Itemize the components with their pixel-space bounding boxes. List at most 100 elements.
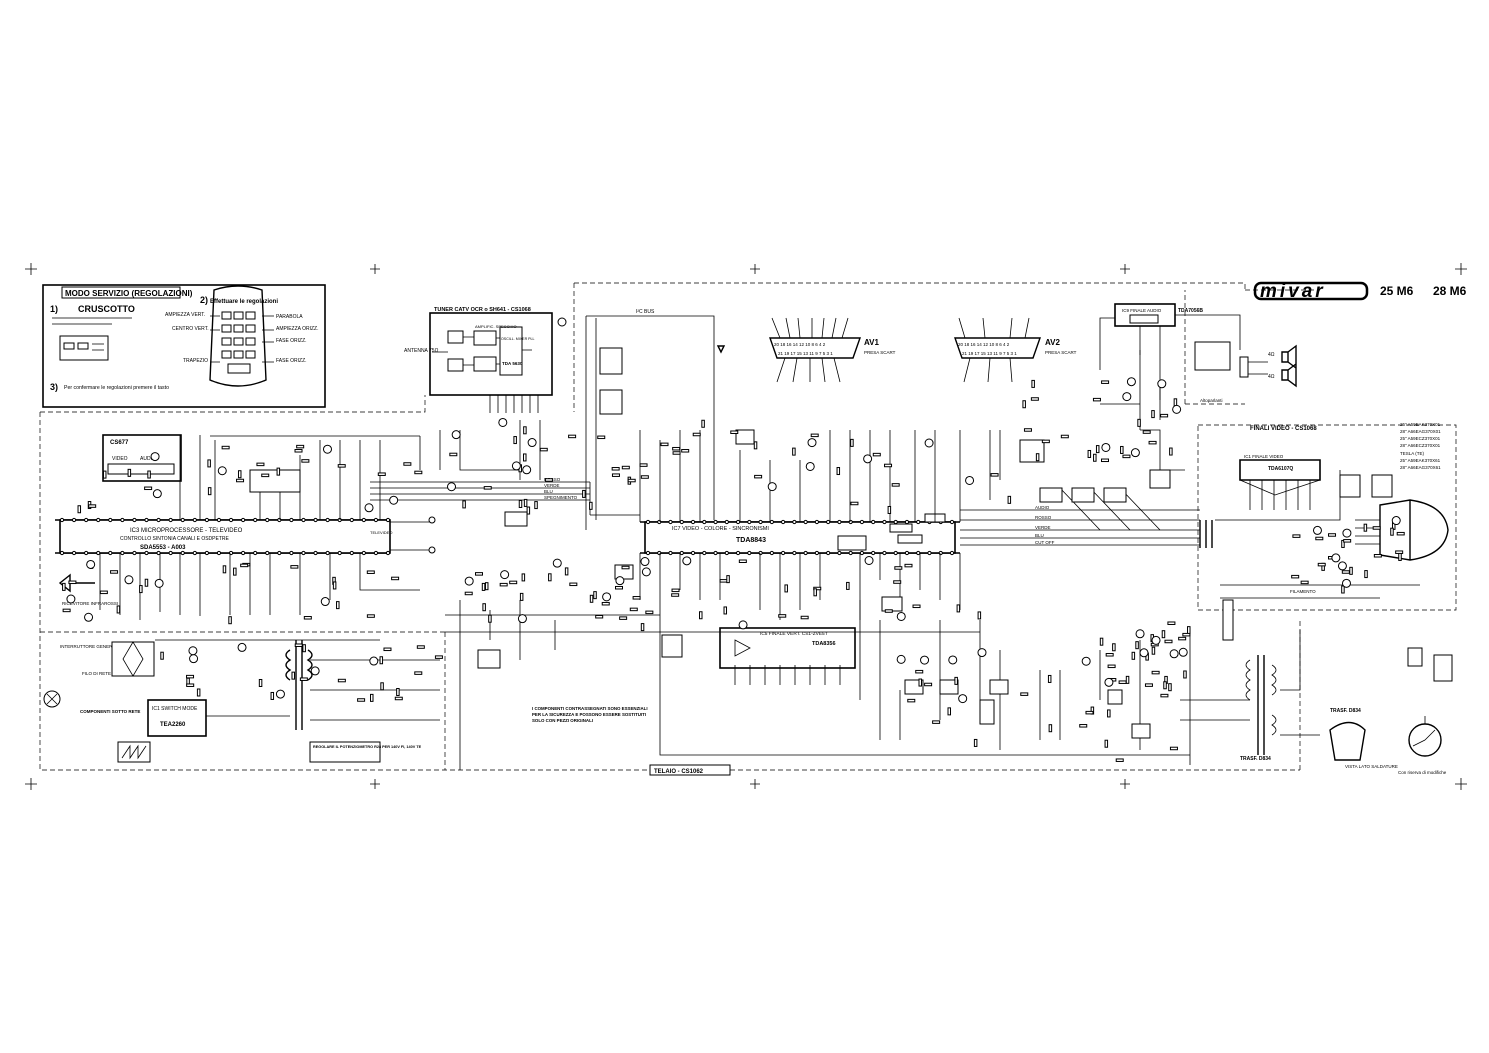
ic-pin bbox=[241, 550, 246, 556]
brand-logo: mivar bbox=[1260, 281, 1326, 302]
ic-pin bbox=[132, 550, 137, 556]
av2-pins-top: 20 18 16 14 12 10 8 6 4 2 bbox=[958, 342, 1010, 347]
ic-pin bbox=[108, 517, 113, 523]
resistor-symbol bbox=[222, 565, 227, 574]
resistor-symbol bbox=[523, 498, 528, 507]
ic-pin bbox=[859, 519, 865, 525]
resistor-symbol bbox=[1169, 746, 1178, 751]
ic-pin bbox=[385, 517, 391, 523]
resistor-symbol bbox=[186, 683, 195, 687]
resistor-symbol bbox=[640, 623, 645, 632]
resistor-symbol bbox=[302, 644, 306, 653]
resistor-symbol bbox=[564, 567, 569, 576]
transistor-symbol bbox=[920, 655, 930, 665]
ic-pin bbox=[769, 550, 774, 556]
resistor-symbol bbox=[850, 501, 859, 506]
resistor-symbol bbox=[738, 559, 747, 564]
ic-pin bbox=[216, 550, 222, 556]
speaker-ohm-1: 4Ω bbox=[1268, 352, 1275, 358]
ic-pin bbox=[949, 519, 955, 525]
rgb-spegn: SPEGNIMENTO bbox=[544, 495, 578, 500]
transistor-symbol bbox=[1342, 528, 1352, 538]
transistor-symbol bbox=[640, 557, 650, 567]
speaker-icon bbox=[1281, 344, 1297, 388]
speaker-ohm-2: 4Ω bbox=[1268, 374, 1275, 380]
resistor-symbol bbox=[127, 468, 132, 477]
crt-legend: 25" A59EAK370X01 28" A66EAG370X01 25" A5… bbox=[1400, 422, 1441, 470]
feed-blu: BLU bbox=[1035, 533, 1044, 538]
resistor-symbol bbox=[88, 504, 97, 508]
ic-pin bbox=[132, 517, 137, 523]
video-final-ic: IC1 FINALE VIDEO bbox=[1244, 454, 1284, 459]
ic-pin bbox=[871, 519, 876, 525]
resistor-symbol bbox=[144, 486, 153, 491]
resistor-symbol bbox=[548, 573, 552, 582]
resistor-symbol bbox=[1093, 453, 1097, 462]
ic-pin bbox=[758, 519, 763, 525]
ic-pin bbox=[144, 550, 149, 556]
resistor-symbol bbox=[534, 501, 538, 510]
resistor-symbol bbox=[836, 467, 841, 476]
safety-warning-text: I COMPONENTI CONTRASSEGNATI SONO ESSENZI… bbox=[532, 706, 648, 723]
resistor-symbol bbox=[627, 478, 636, 483]
transistor-symbol bbox=[511, 461, 521, 471]
resistor-symbol bbox=[912, 604, 921, 609]
tuner-index-circle bbox=[557, 317, 567, 327]
ic-pin bbox=[893, 519, 898, 525]
trasf-label: TRASF. D834 bbox=[1240, 756, 1271, 762]
transistor-symbol bbox=[552, 558, 562, 568]
av2-sub: PRESA SCART bbox=[1045, 350, 1077, 355]
resistor-symbol bbox=[207, 487, 212, 496]
resistor-symbol bbox=[1151, 646, 1156, 655]
resistor-symbol bbox=[518, 499, 523, 508]
ic-pin bbox=[916, 550, 921, 556]
transistor-symbol bbox=[958, 694, 968, 704]
transistor-symbol bbox=[1331, 553, 1341, 563]
transistor-symbol bbox=[188, 646, 198, 656]
resistor-symbol bbox=[947, 707, 952, 716]
ic-pin bbox=[253, 517, 258, 523]
resistor-symbol bbox=[357, 698, 366, 702]
ir-receiver: RICEVITORE INFRAROSSI bbox=[43, 573, 118, 708]
resistor-symbol bbox=[1167, 621, 1176, 625]
transistor-symbol bbox=[1169, 649, 1179, 659]
transistor-symbol bbox=[1312, 525, 1322, 535]
ic-pin bbox=[120, 517, 125, 523]
resistor-symbol bbox=[396, 687, 400, 696]
resistor-symbol bbox=[366, 570, 375, 574]
transistor-symbol bbox=[275, 689, 285, 699]
micro-sub: CONTROLLO SINTONIA CANALI E OSDPETRE bbox=[120, 536, 229, 542]
i2c-bus: I²C BUS bbox=[585, 309, 726, 530]
transistor-symbol bbox=[948, 655, 958, 665]
ic-pin bbox=[192, 517, 197, 523]
transistor-symbol bbox=[864, 556, 874, 566]
service-panel-title: MODO SERVIZIO (REGOLAZIONI) bbox=[65, 289, 193, 298]
resistor-symbol bbox=[332, 581, 337, 590]
ic-pin bbox=[180, 517, 185, 523]
enclosures bbox=[39, 282, 1457, 771]
transistor-symbol bbox=[447, 482, 457, 492]
cs677-label: CS677 bbox=[110, 440, 129, 446]
transistor-symbol bbox=[615, 576, 625, 586]
resistor-symbol bbox=[1095, 445, 1100, 454]
resistor-symbol bbox=[1187, 626, 1191, 635]
service-step2-prefix: 2) bbox=[200, 295, 208, 305]
resistor-symbol bbox=[672, 451, 681, 455]
ic-pin bbox=[361, 517, 366, 523]
ic-pin bbox=[792, 519, 797, 525]
transistor-symbol bbox=[1104, 677, 1114, 687]
filament-label: FILAMENTO bbox=[1290, 589, 1316, 594]
resistor-symbol bbox=[1292, 534, 1301, 538]
ic-pin bbox=[837, 550, 842, 556]
ic-pin bbox=[814, 519, 819, 525]
resistor-symbol bbox=[1041, 439, 1050, 444]
ic-pin bbox=[325, 550, 330, 556]
resistor-symbol bbox=[671, 593, 680, 597]
resistor-symbol bbox=[1047, 674, 1052, 683]
audio-final-chip: TDA7056B bbox=[1178, 308, 1203, 314]
resistor-symbol bbox=[1183, 670, 1187, 679]
micro-part: SDA5553 - A003 bbox=[140, 545, 186, 551]
resistor-symbol bbox=[629, 607, 638, 612]
transistor-symbol bbox=[977, 648, 987, 658]
components-note: COMPONENTI SOTTO RETE bbox=[80, 709, 140, 714]
